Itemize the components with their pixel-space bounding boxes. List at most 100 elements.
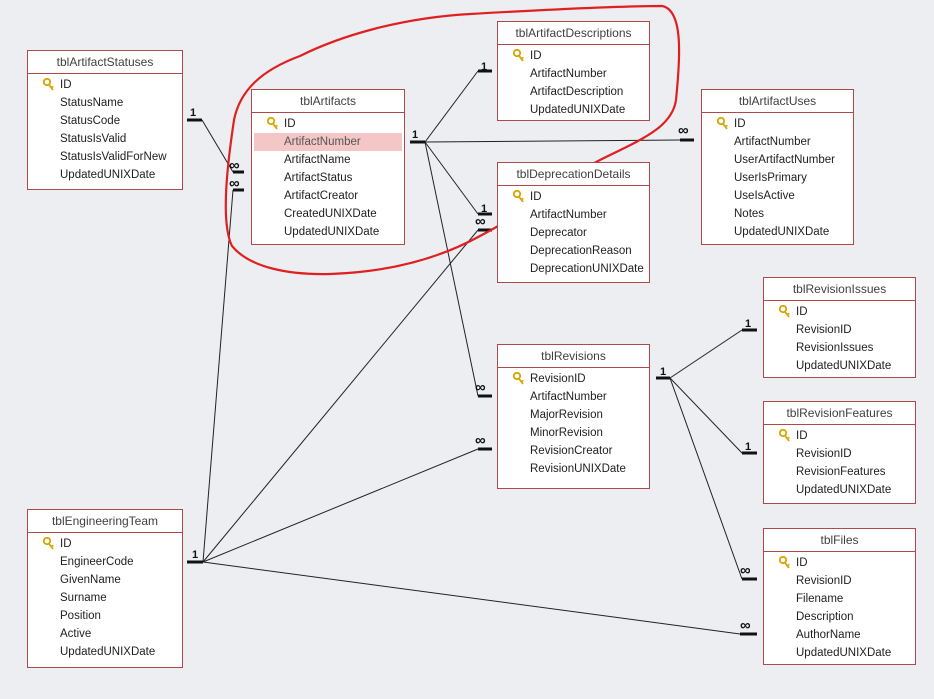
table-title[interactable]: tblRevisionIssues [764, 278, 915, 301]
table-field[interactable]: AuthorName [764, 626, 915, 644]
table-field[interactable]: ArtifactNumber [702, 133, 853, 151]
table-field[interactable]: MajorRevision [498, 406, 649, 424]
field-label: ArtifactNumber [734, 136, 811, 148]
table-field[interactable]: UpdatedUNIXDate [702, 223, 853, 241]
card-many: ∞ [740, 617, 751, 634]
table-field[interactable]: ID [498, 188, 649, 206]
table-field[interactable]: UpdatedUNIXDate [252, 223, 404, 241]
table-field[interactable]: DeprecationReason [498, 242, 649, 260]
field-label: RevisionIssues [796, 342, 874, 354]
table-field[interactable]: Position [28, 607, 182, 625]
table-field[interactable]: RevisionID [498, 370, 649, 388]
table-field[interactable]: Surname [28, 589, 182, 607]
rel-engineer-files [202, 561, 741, 635]
table-title[interactable]: tblArtifactStatuses [28, 51, 182, 74]
field-label: StatusCode [60, 115, 121, 127]
table-field[interactable]: ID [498, 47, 649, 65]
table-title[interactable]: tblArtifactDescriptions [498, 22, 649, 45]
table-field[interactable]: ArtifactNumber [498, 206, 649, 224]
table-field[interactable]: UserIsPrimary [702, 169, 853, 187]
table-field[interactable]: UpdatedUNIXDate [764, 357, 915, 375]
key-icon [778, 304, 791, 318]
table-field[interactable]: StatusName [28, 94, 182, 112]
field-label: UpdatedUNIXDate [60, 646, 156, 658]
table-field[interactable]: ArtifactName [252, 151, 404, 169]
table-field[interactable]: Active [28, 625, 182, 643]
table-title[interactable]: tblEngineeringTeam [28, 510, 182, 533]
table-field[interactable]: CreatedUNIXDate [252, 205, 404, 223]
table-title[interactable]: tblRevisions [498, 345, 649, 368]
table-field[interactable]: ArtifactNumber [498, 388, 649, 406]
table-field[interactable]: RevisionID [764, 321, 915, 339]
field-label: ID [60, 79, 72, 91]
key-icon [42, 536, 55, 550]
table-field[interactable]: UpdatedUNIXDate [764, 481, 915, 499]
table-field[interactable]: GivenName [28, 571, 182, 589]
table-field[interactable]: ID [764, 554, 915, 572]
table-field[interactable]: ArtifactNumber [254, 133, 402, 151]
table-field[interactable]: StatusIsValid [28, 130, 182, 148]
table-field[interactable]: Deprecator [498, 224, 649, 242]
table-field[interactable]: ArtifactNumber [498, 65, 649, 83]
rel-artifact-deprecation [424, 141, 479, 215]
table-field[interactable]: UseIsActive [702, 187, 853, 205]
table-field[interactable]: StatusCode [28, 112, 182, 130]
table-field[interactable]: RevisionUNIXDate [498, 460, 649, 478]
rel-artifact-uses [424, 139, 681, 143]
table-field[interactable]: ID [764, 303, 915, 321]
table-field[interactable]: ID [702, 115, 853, 133]
table-field[interactable]: EngineerCode [28, 553, 182, 571]
field-label: GivenName [60, 574, 121, 586]
table-field[interactable]: Notes [702, 205, 853, 223]
field-label: CreatedUNIXDate [284, 208, 377, 220]
table-field[interactable]: ArtifactStatus [252, 169, 404, 187]
card-many: ∞ [229, 157, 240, 174]
table-field[interactable]: RevisionID [764, 445, 915, 463]
table-field[interactable]: Description [764, 608, 915, 626]
table-field[interactable]: MinorRevision [498, 424, 649, 442]
table-title[interactable]: tblFiles [764, 529, 915, 552]
rel-revision-files [669, 377, 743, 580]
table-field[interactable]: ID [28, 535, 182, 553]
table-title[interactable]: tblDeprecationDetails [498, 163, 649, 186]
table-field[interactable]: DeprecationUNIXDate [498, 260, 649, 278]
card-many: ∞ [475, 432, 486, 449]
table-title[interactable]: tblArtifacts [252, 90, 404, 113]
field-label: AuthorName [796, 629, 861, 641]
table-title[interactable]: tblRevisionFeatures [764, 402, 915, 425]
table-field[interactable]: StatusIsValidForNew [28, 148, 182, 166]
table-field[interactable]: RevisionIssues [764, 339, 915, 357]
table-title[interactable]: tblArtifactUses [702, 90, 853, 113]
table-field[interactable]: UpdatedUNIXDate [28, 643, 182, 661]
field-label: ArtifactName [284, 154, 351, 166]
table-field[interactable]: UpdatedUNIXDate [498, 101, 649, 119]
table-field[interactable]: ID [252, 115, 404, 133]
table-field[interactable]: ArtifactDescription [498, 83, 649, 101]
key-icon [778, 555, 791, 569]
rel-engineer-deprecation [202, 229, 479, 563]
table-field[interactable]: RevisionFeatures [764, 463, 915, 481]
field-label: ID [796, 430, 808, 442]
table-field[interactable]: Filename [764, 590, 915, 608]
table-field[interactable]: RevisionCreator [498, 442, 649, 460]
table-field[interactable]: ID [764, 427, 915, 445]
table-field[interactable]: RevisionID [764, 572, 915, 590]
table-field[interactable]: UpdatedUNIXDate [764, 644, 915, 662]
table-field[interactable]: UpdatedUNIXDate [28, 166, 182, 184]
table-field[interactable]: ID [28, 76, 182, 94]
table-field[interactable]: ArtifactCreator [252, 187, 404, 205]
table-field[interactable]: UserArtifactNumber [702, 151, 853, 169]
